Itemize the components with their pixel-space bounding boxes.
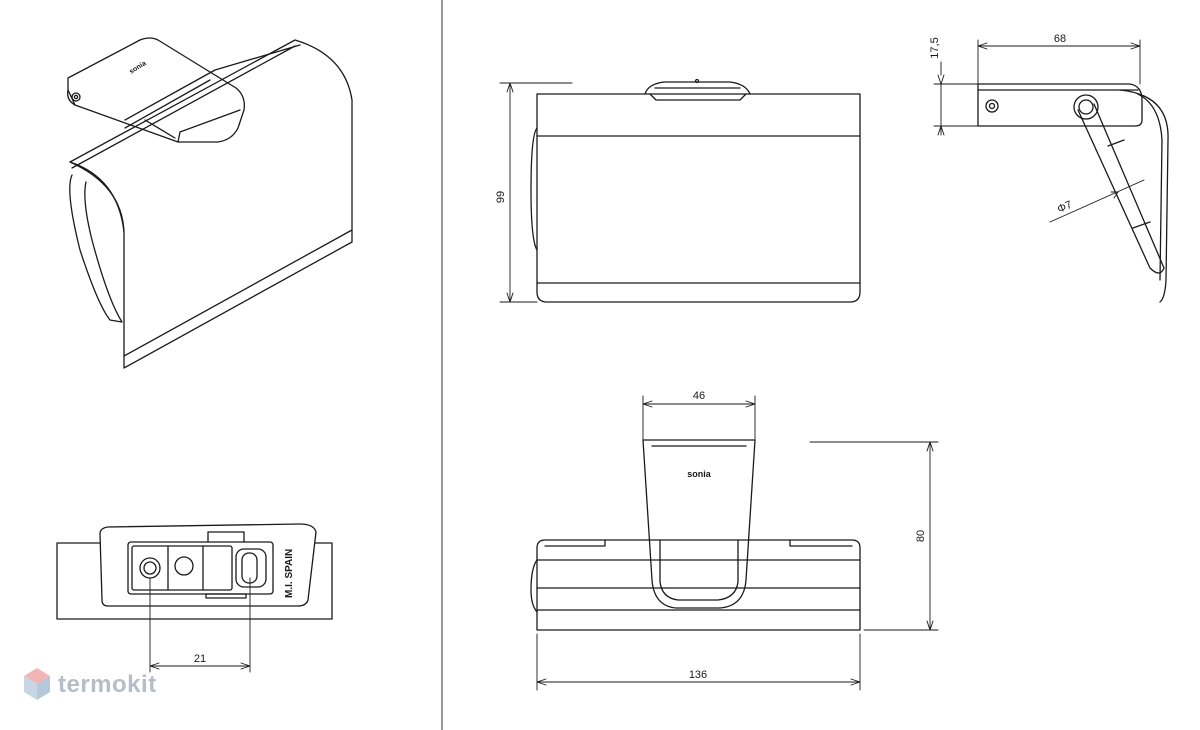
cube-logo-icon (24, 668, 50, 700)
underside-view (56, 523, 333, 620)
dimension-line-21 (149, 577, 251, 673)
dimension-21-label: 21 (194, 653, 206, 665)
dimension-99-label: 99 (495, 191, 507, 203)
isometric-view (67, 37, 353, 369)
origin-label: M.I. SPAIN (284, 549, 295, 598)
dimension-line-99 (499, 82, 573, 303)
dimension-80-label: 80 (915, 530, 927, 542)
bottom-view (530, 439, 861, 631)
dimension-line-diameter (1049, 179, 1145, 223)
side-view (977, 83, 1169, 303)
brand-label-bottom: sonia (687, 469, 712, 479)
front-view (530, 78, 861, 303)
brand-label-iso: sonia (128, 60, 147, 76)
watermark-text: termokit (58, 671, 157, 698)
dimension-68-label: 68 (1054, 33, 1066, 45)
dimension-line-46 (642, 395, 756, 441)
dimension-line-136 (536, 633, 861, 691)
dimension-17-5-label: 17,5 (929, 37, 941, 58)
dimension-line-68 (977, 39, 1141, 85)
dimension-line-80 (809, 441, 939, 631)
dimension-136-label: 136 (689, 669, 707, 681)
watermark: termokit (22, 664, 157, 706)
diameter-label: Φ7 (1056, 199, 1074, 216)
dimension-line-17-5 (933, 61, 979, 136)
dimension-46-label: 46 (693, 390, 705, 402)
